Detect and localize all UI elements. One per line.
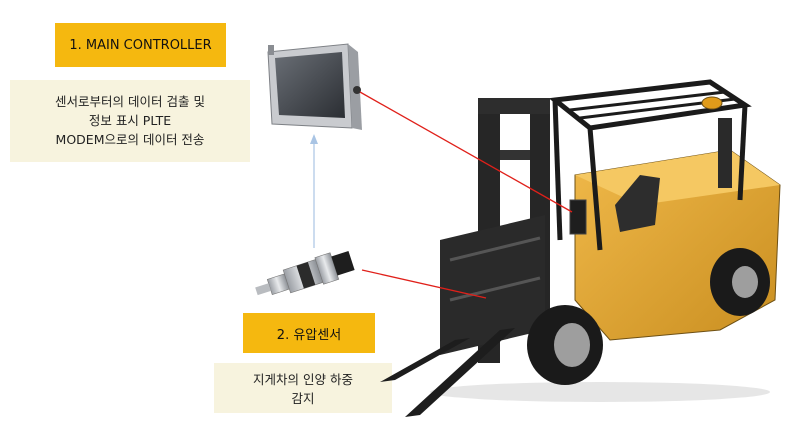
- pressure-sensor-title: 2. 유압센서: [276, 327, 342, 343]
- controller-desc-line-1: 센서로부터의 데이터 검출 및: [55, 94, 205, 109]
- main-controller-label: 1. MAIN CONTROLLER: [55, 23, 226, 67]
- main-controller-description: 센서로부터의 데이터 검출 및 정보 표시 PLTE MODEM으로의 데이터 …: [10, 80, 250, 162]
- sensor-desc-line-2: 감지: [291, 391, 315, 406]
- sensor-desc-line-1: 지게차의 인양 하중: [253, 372, 353, 387]
- forklift-illustration: [380, 79, 781, 417]
- pressure-sensor-icon: [255, 250, 355, 296]
- pointer-line-controller: [359, 91, 573, 213]
- controller-desc-line-2: 정보 표시 PLTE: [88, 113, 172, 128]
- pointer-line-sensor: [361, 269, 487, 299]
- pressure-sensor-description: 지게차의 인양 하중 감지: [214, 363, 392, 413]
- pressure-sensor-label: 2. 유압센서: [243, 313, 375, 353]
- main-controller-title: 1. MAIN CONTROLLER: [69, 37, 212, 53]
- controller-desc-line-3: MODEM으로의 데이터 전송: [55, 132, 205, 147]
- controller-display-icon: [267, 43, 362, 130]
- data-flow-arrow: [310, 134, 318, 248]
